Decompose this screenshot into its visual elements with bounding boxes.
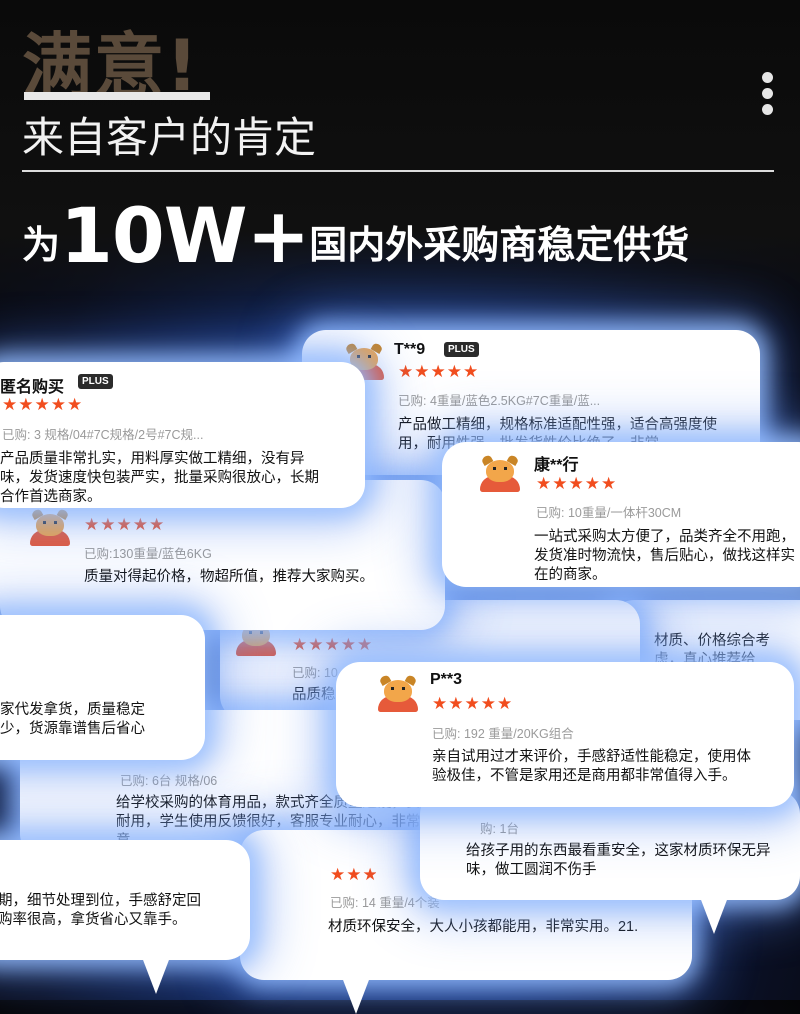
rating-stars: ★★★★★ bbox=[536, 474, 618, 493]
rating-stars: ★★★★★ bbox=[2, 395, 84, 414]
headline: 为10W+国内外采购商稳定供货 bbox=[22, 186, 689, 295]
headline-prefix: 为 bbox=[22, 223, 61, 267]
reviewer-name: P**3 bbox=[430, 671, 463, 688]
purchase-info: 已购: 4重量/蓝色2.5KG#7C重量/蓝... bbox=[398, 394, 601, 408]
review-text: 期，细节处理到位，手感舒定回购率很高，拿货省心又靠手。 bbox=[0, 893, 201, 928]
review-card-r10: 购: 1台 给孩子用的东西最看重安全，这家材质环保无异味，做工圆润不伤手 bbox=[420, 790, 800, 934]
rating-stars: ★★★★★ bbox=[398, 362, 480, 381]
purchase-info: 已购: 14 重量/4个装 bbox=[330, 896, 440, 910]
review-text: 材质环保安全，大人小孩都能用，非常实用。21. bbox=[328, 919, 639, 935]
plus-badge: PLUS bbox=[444, 342, 479, 357]
review-text: 一站式采购太方便了，品类齐全不用跑，发货准时物流快，售后贴心，做找这样实在的商家… bbox=[534, 529, 795, 583]
review-card-r6: 家代发拿货，质量稳定少，货源靠谱售后省心 bbox=[0, 615, 205, 760]
purchase-info: 已购: 10 bbox=[292, 666, 338, 680]
rating-stars: ★★★★★ bbox=[84, 515, 166, 534]
purchase-info: 已购: 3 规格/04#7C规格/2号#7C规... bbox=[2, 428, 204, 442]
review-text: 产品质量非常扎实，用料厚实做工精细，没有异味，发货速度快包装严实，批量采购很放心… bbox=[0, 451, 319, 505]
purchase-info: 已购: 10重量/一体杆30CM bbox=[536, 506, 682, 520]
header-divider bbox=[22, 170, 774, 172]
hero-title: 满意! bbox=[22, 25, 210, 107]
headline-suffix: 国内外采购商稳定供货 bbox=[309, 223, 690, 267]
rating-stars: ★★★★★ bbox=[432, 694, 514, 713]
purchase-info: 已购:130重量/蓝色6KG bbox=[84, 547, 212, 561]
purchase-info: 购: 1台 bbox=[480, 822, 519, 836]
avatar bbox=[480, 454, 520, 492]
hero-subtitle: 来自客户的肯定 bbox=[22, 113, 317, 162]
review-card-r3: 康**行 ★★★★★ 已购: 10重量/一体杆30CM 一站式采购太方便了，品类… bbox=[442, 442, 800, 587]
review-text: 给孩子用的东西最看重安全，这家材质环保无异味，做工圆润不伤手 bbox=[466, 843, 771, 878]
avatar bbox=[30, 508, 70, 546]
more-dots-icon bbox=[762, 72, 776, 120]
reviewer-name: 康**行 bbox=[534, 457, 579, 474]
purchase-info: 已购: 6台 规格/06 bbox=[120, 774, 218, 788]
headline-number: 10W+ bbox=[60, 191, 310, 280]
review-text: 亲自试用过才来评价，手感舒适性能稳定，使用体验极佳，不管是家用还是商用都非常值得… bbox=[432, 749, 751, 784]
reviewer-name: 匿名购买 bbox=[0, 379, 65, 396]
header-background bbox=[0, 0, 800, 330]
review-card-r11: 期，细节处理到位，手感舒定回购率很高，拿货省心又靠手。 bbox=[0, 840, 250, 994]
plus-badge: PLUS bbox=[78, 374, 113, 389]
review-text: 品质稳 bbox=[292, 687, 336, 703]
rating-stars: ★★★★★ bbox=[292, 635, 374, 654]
review-text: 家代发拿货，质量稳定少，货源靠谱售后省心 bbox=[0, 702, 145, 737]
reviewer-name: T**9 bbox=[394, 341, 426, 358]
review-card-r8: P**3 ★★★★★ 已购: 192 重量/20KG组合 亲自试用过才来评价，手… bbox=[336, 662, 794, 807]
rating-stars: ★★★★★ bbox=[330, 866, 376, 884]
avatar bbox=[378, 674, 418, 712]
review-card-r2: 匿名购买 PLUS ★★★★★ 已购: 3 规格/04#7C规格/2号#7C规.… bbox=[0, 362, 365, 508]
purchase-info: 已购: 192 重量/20KG组合 bbox=[432, 727, 574, 741]
review-text: 质量对得起价格，物超所值，推荐大家购买。 bbox=[84, 569, 374, 585]
